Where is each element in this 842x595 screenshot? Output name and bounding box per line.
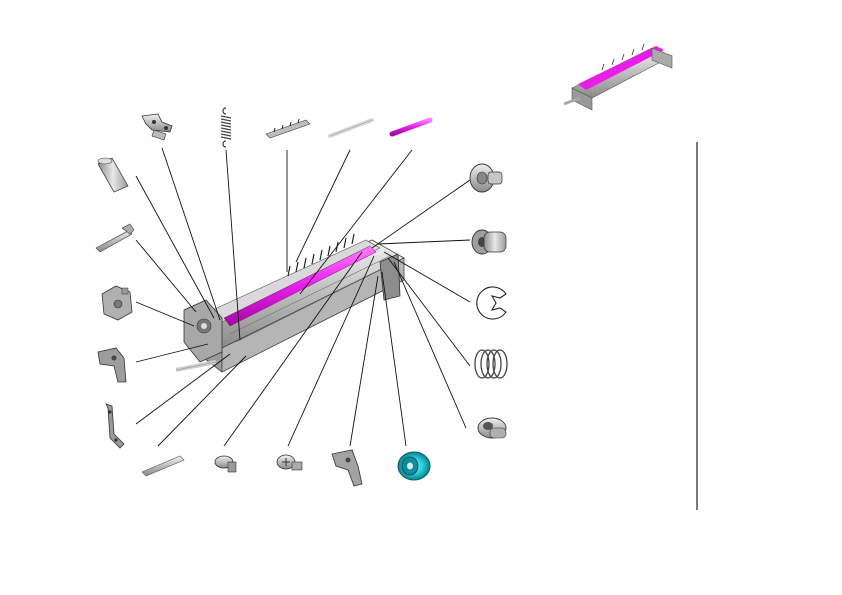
- flat-strip-part[interactable]: [141, 455, 185, 477]
- tension-spring-part[interactable]: [220, 107, 232, 148]
- e-ring-clip-part[interactable]: [476, 286, 507, 320]
- pulley-gear-part[interactable]: [469, 163, 503, 193]
- assembly-thumbnail: [562, 14, 680, 132]
- screw-part-2[interactable]: [276, 454, 303, 471]
- rubber-sleeve-part[interactable]: [97, 157, 129, 193]
- compression-spring-part[interactable]: [474, 349, 508, 379]
- long-lever-part[interactable]: [105, 403, 125, 449]
- blade-plate-part[interactable]: [95, 223, 135, 253]
- end-bearing-part[interactable]: [477, 417, 507, 439]
- main-assembly[interactable]: [175, 233, 405, 373]
- magenta-roller-part[interactable]: [389, 117, 433, 137]
- cyan-drive-roller-part[interactable]: [397, 451, 431, 481]
- side-bracket-part[interactable]: [97, 347, 127, 383]
- screw-part-1[interactable]: [214, 455, 237, 473]
- gear-strip-part[interactable]: [265, 118, 311, 139]
- bottom-bracket-part[interactable]: [331, 449, 363, 487]
- left-end-cap-part[interactable]: [101, 285, 133, 321]
- bushing-part[interactable]: [471, 229, 507, 255]
- leader-lines: [135, 147, 471, 447]
- bracket-clip-part[interactable]: [141, 113, 173, 141]
- guide-rod-part[interactable]: [328, 118, 374, 138]
